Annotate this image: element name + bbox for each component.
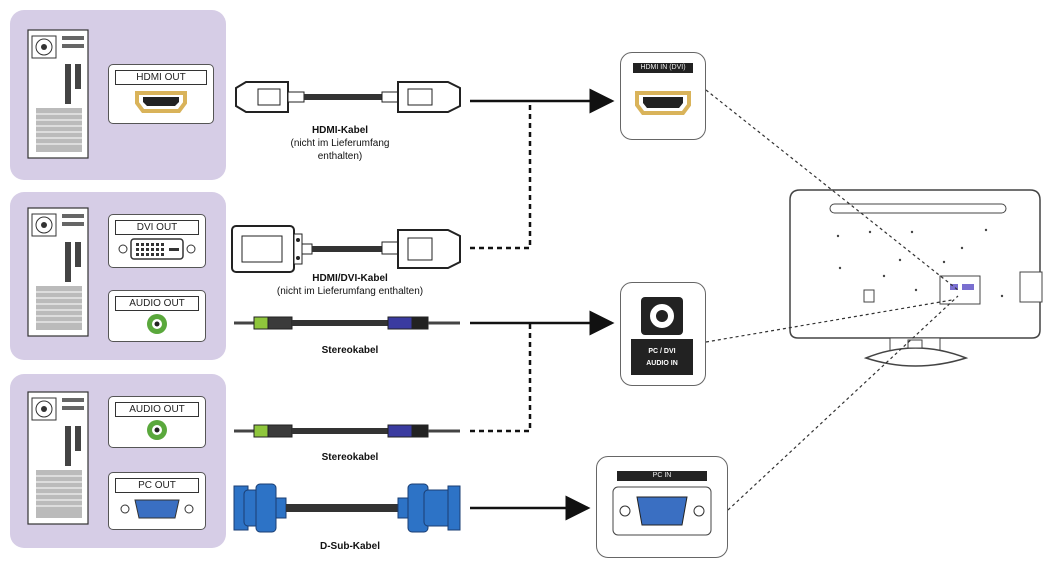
pc-out-label: PC OUT — [115, 478, 199, 493]
audio-jack-icon — [147, 314, 167, 334]
stereo-cable-2 — [234, 424, 460, 438]
hdmi-cable-title: HDMI-Kabel — [311, 125, 369, 136]
audio-out-port-1: AUDIO OUT — [108, 290, 206, 342]
pc-in-link-line — [727, 295, 959, 511]
audio-in-jack-icon — [631, 297, 693, 375]
audio-in-label-line-1: PC / DVI — [648, 348, 676, 355]
hdmi-in-box: HDMI IN (DVI) — [620, 52, 706, 140]
stereo-cable-caption-1: Stereokabel — [321, 345, 379, 356]
audio-jack-icon — [147, 420, 167, 440]
dsub-cable — [233, 483, 461, 533]
stereo-cable-1 — [234, 316, 460, 330]
dvi-out-port: DVI OUT — [108, 214, 206, 268]
stereo-cable-caption-2: Stereokabel — [321, 452, 379, 463]
hdmi-connector-icon — [135, 91, 187, 113]
hdmi-dvi-cable-caption: HDMI/DVI-Kabel (nicht im Lieferumfang en… — [250, 272, 450, 298]
hdmi-dvi-cable-note: (nicht im Lieferumfang enthalten) — [276, 286, 424, 297]
hdmi-out-label: HDMI OUT — [115, 70, 207, 85]
dsub-cable-caption: D-Sub-Kabel — [320, 541, 380, 552]
audio-out-port-2: AUDIO OUT — [108, 396, 206, 448]
audio-in-label-line-2: AUDIO IN — [646, 360, 678, 367]
stereo-merge-dotted-line — [470, 323, 532, 433]
pc-tower-1 — [27, 29, 89, 159]
audio-out-label-2: AUDIO OUT — [115, 402, 199, 417]
hdmi-dvi-cable-title: HDMI/DVI-Kabel — [312, 273, 388, 284]
audio-in-box: PC / DVI AUDIO IN — [620, 282, 706, 386]
dvi-out-label: DVI OUT — [115, 220, 199, 235]
pc-in-connector-icon — [612, 486, 712, 536]
hdmi-cable — [235, 81, 461, 113]
pc-in-label: PC IN — [617, 471, 707, 481]
hdmi-out-port: HDMI OUT — [108, 64, 214, 124]
pc-tower-2 — [27, 207, 89, 337]
audio-out-label-1: AUDIO OUT — [115, 296, 199, 311]
hdmi-in-label: HDMI IN (DVI) — [633, 63, 693, 73]
pc-tower-3 — [27, 391, 89, 525]
dvi-connector-icon — [118, 238, 196, 260]
hdmi-cable-note-2: enthalten) — [317, 151, 363, 162]
monitor-back — [789, 189, 1043, 367]
hdmi-cable-caption: HDMI-Kabel (nicht im Lieferumfang enthal… — [260, 124, 420, 163]
pc-out-port: PC OUT — [108, 472, 206, 530]
vga-connector-icon — [120, 499, 194, 519]
hdmi-dvi-cable — [231, 225, 461, 273]
hdmi-cable-note-1: (nicht im Lieferumfang — [290, 138, 390, 149]
pc-in-box: PC IN — [596, 456, 728, 558]
dvi-merge-dotted-line — [470, 101, 532, 250]
hdmi-in-connector-icon — [635, 91, 691, 115]
